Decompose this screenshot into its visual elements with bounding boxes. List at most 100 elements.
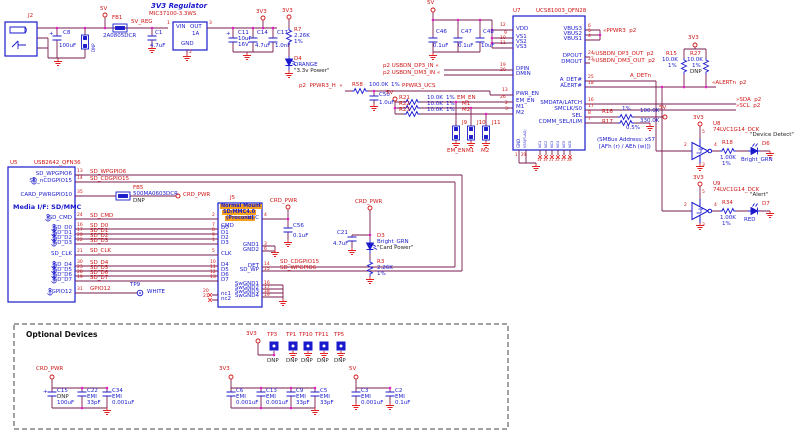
refdes-j11: J11 (492, 120, 501, 126)
net-scl: »SCL p2 (736, 103, 761, 109)
section-title: Optional Devices (26, 330, 98, 339)
u5-net-d6: SD_D6 (90, 270, 109, 276)
j5-pin-d1: D1 (221, 230, 229, 236)
ground-symbols (53, 45, 775, 415)
u7-nc2: NC2 (544, 140, 548, 148)
u7-pin-vbus3: VBUS3 (563, 26, 582, 32)
value-c17: 1.0nF (275, 43, 291, 49)
j5-num-8: 8 (212, 228, 215, 233)
refdes-tp3: TP3 (267, 332, 278, 338)
refdes-r21: R21 (399, 95, 410, 101)
tol-r16: 1% (622, 106, 631, 112)
u9-num-5: 5 (702, 190, 705, 195)
j5-pin-nc1: nc1 (221, 291, 232, 297)
u7-ncnum-22: 22 (555, 158, 560, 162)
u5-net-cd: SD_CDGPIO15 (90, 176, 130, 182)
u7-num-1: 1 (515, 152, 518, 157)
emi-c9: EMI (296, 394, 306, 400)
tol-r21: 1% (446, 95, 455, 101)
u5-net-d3: SD_D3 (90, 238, 109, 244)
led-d6-green (747, 143, 761, 155)
tol-r7: 1% (294, 39, 303, 45)
j5-pin-sdwp: SD_WP (239, 267, 259, 273)
u7-ncnum-21: 21 (549, 158, 554, 162)
title-regulator: 3V3 Regulator (151, 2, 208, 10)
net-3v3-u9: 3V3 (693, 175, 704, 181)
j5-num-19: 19 (264, 293, 270, 298)
color-tp9: WHITE (147, 289, 166, 295)
color-d7: RED (744, 217, 756, 223)
ferrite-fb1 (112, 23, 128, 33)
dnp-r27: DNP (690, 69, 702, 75)
j5-pin-gnd2: GND2 (242, 247, 259, 253)
polarity-c8: + (49, 31, 54, 37)
u5-pin-clk: SD_CLK (51, 251, 72, 257)
value-r27: 10.0K (687, 57, 703, 63)
j5-num-18: 18 (264, 289, 270, 294)
pin-gnd: GND (181, 41, 194, 47)
j5-num-3: 3 (264, 242, 267, 247)
net-usbdn-dm3-out: «USBDN_DM3_OUT p2 (592, 58, 656, 64)
u7-pin-vdd: VDD (516, 26, 529, 32)
u5-num-30: 30 (77, 260, 83, 265)
refdes-r58: R58 (352, 82, 363, 88)
junction-dots (55, 18, 708, 410)
refdes-c11: C11 (238, 30, 249, 36)
u7-pin-vs1: VS1 (516, 34, 527, 40)
net-5v-caps: 5V (427, 0, 435, 6)
u5-num-35: 35 (77, 190, 83, 195)
refdes-tp11: TP11 (315, 332, 329, 338)
u8-num-2: 2 (684, 143, 687, 148)
u9-num-3: 3 (702, 223, 705, 228)
value-r7: 2.26K (294, 33, 310, 39)
part-u5: USB2642_QFN36 (34, 160, 81, 166)
wire-optional (51, 343, 391, 409)
j5-num-7: 7 (212, 223, 215, 228)
u7-num-16: 16 (588, 98, 594, 103)
j5-num-20: 20 (203, 289, 209, 294)
value-c11-v: 16V (238, 42, 249, 48)
value-r34: 1.00K (720, 215, 736, 221)
u7-num-23: 23 (588, 57, 594, 62)
j5-pin-swgnd1: SwGND1 (234, 281, 259, 287)
pin-gnd-num: 2 (189, 50, 192, 55)
reg-current: 1A (192, 31, 200, 37)
j5-pin-d0: D0 (221, 225, 229, 231)
value-r16: 100.0K (640, 108, 660, 114)
u7-pin-smdata: SMDATA/LATCH (540, 100, 582, 106)
u5-pin-d3: SD_D3 (53, 240, 72, 246)
schmitt-inverter-u8 (691, 138, 713, 164)
net-3v3-pullups: 3V3 (688, 35, 699, 41)
net-ppwr3-ucs: PPWR3_UCS (402, 83, 436, 89)
j5-num-21: 21 (203, 294, 209, 299)
wires (37, 12, 771, 409)
tol-r34: 1% (722, 221, 731, 227)
dnp-tp11: DNP (317, 358, 329, 364)
u7-num-12: 12 (500, 23, 506, 28)
refdes-fb5: FB5 (133, 185, 144, 191)
value-c6: 0.001uF (236, 400, 259, 406)
u7-num-10: 10 (500, 36, 506, 41)
led-d7-red (747, 203, 761, 215)
refdes-r23: R23 (399, 107, 410, 113)
refdes-c22: C22 (87, 388, 98, 394)
u7-pin-m2: M2 (516, 110, 525, 116)
refdes-c14: C14 (257, 30, 268, 36)
j5-num-15: 15 (264, 267, 270, 272)
part-u9: 74LVC1G14_DCK (713, 187, 760, 193)
wire-u7-right (518, 29, 771, 224)
value-c13: 0.001uF (266, 400, 289, 406)
j5-title-2: SD/MMC4.0 (222, 209, 257, 215)
dnp-tp3: DNP (267, 358, 279, 364)
net-a-detn: A_DETn (630, 73, 652, 79)
net-crd-pwr-c56: CRD_PWR (270, 198, 298, 204)
value-c34: 0.001uF (112, 400, 135, 406)
j5-num-9: 9 (212, 233, 215, 238)
caption-u8: "Device Detect" (750, 132, 794, 138)
emi-c22: EMI (87, 394, 97, 400)
u5-net-gpio12: GPIO12 (90, 286, 111, 292)
u7-pin-dmout: DMOUT (561, 59, 582, 65)
j5-num-17: 17 (264, 285, 270, 290)
j5-num-1: 1 (212, 238, 215, 243)
refdes-c6: C6 (236, 388, 244, 394)
